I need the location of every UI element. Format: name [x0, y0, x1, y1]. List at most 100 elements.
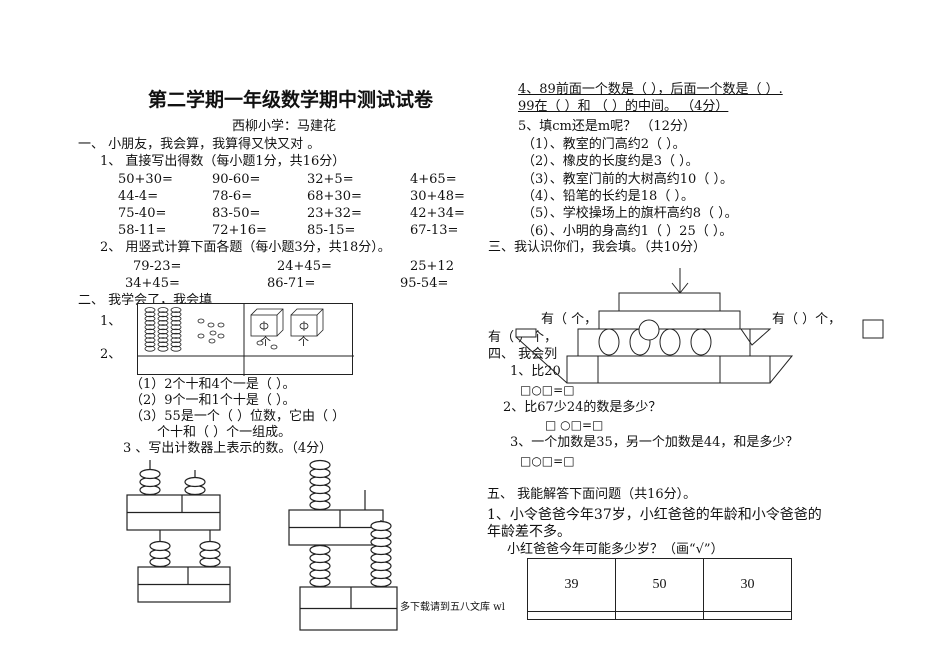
abacus-bead — [370, 568, 392, 580]
mental-math-item: 78-6= — [212, 189, 253, 204]
shape-count-a: 有（ 个， — [541, 312, 598, 327]
abacus-part — [288, 509, 384, 546]
check-cell-3[interactable] — [703, 610, 792, 621]
unit-item: （4）、铅笔的长约是18（ ）。 — [522, 188, 694, 204]
stick-icon — [157, 328, 169, 335]
box-label-1: 个 — [260, 335, 271, 348]
abacus-bead — [199, 540, 221, 552]
mental-math-item: 44-4= — [118, 189, 159, 204]
shape-count-b: 有（ ）个， — [772, 312, 842, 327]
section-3-heading: 三、我认识你们，我会填。（共10分） — [488, 240, 707, 255]
stick-icon — [157, 319, 169, 326]
section-5-heading: 五、 我能解答下面问题（共16分）。 — [487, 487, 697, 502]
stick-icon — [144, 319, 156, 326]
unit-item: （6）、小明的身高约1（ ）25（ ）。 — [522, 223, 733, 239]
abacus-bead — [370, 560, 392, 572]
stick-icon — [170, 324, 182, 331]
stick-icon — [170, 319, 182, 326]
stick-icon — [170, 332, 182, 339]
footer-watermark: 多下载请到五八文库 wl — [400, 602, 505, 613]
fill-3: （3）55是一个（ ）位数，它由（ ） — [130, 409, 346, 424]
vertical-calc-item: 24+45= — [277, 259, 332, 274]
stick-icon — [157, 345, 169, 352]
mental-math-item: 4+65= — [410, 172, 457, 187]
stick-icon — [157, 337, 169, 343]
abacus-bead — [309, 552, 331, 564]
option-30: 30 — [703, 558, 792, 612]
stick-icon — [144, 332, 156, 339]
stick-icon — [157, 315, 169, 322]
author: 西柳小学：马建花 — [232, 119, 337, 134]
vertical-calc-item: 34+45= — [125, 276, 180, 291]
shape-count-c: 有（ ）个， — [488, 330, 558, 345]
abacus-bead — [184, 484, 206, 496]
stick-icon — [170, 328, 182, 335]
check-cell-2[interactable] — [615, 610, 704, 621]
check-cell-1[interactable] — [527, 610, 616, 621]
abacus-bead — [370, 536, 392, 548]
abacus-bead — [149, 556, 171, 568]
mental-math-item: 68+30= — [307, 189, 362, 204]
word-problem-1c: 小红爸爸今年可能多少岁？（画“√”） — [507, 542, 724, 557]
counting-picture — [138, 304, 354, 376]
abacus-bead — [139, 468, 161, 480]
question-5: 5、填cm还是m呢？ （12分） — [518, 119, 696, 134]
stick-icon — [144, 311, 156, 318]
option-50: 50 — [615, 558, 704, 612]
stick-icon — [170, 315, 182, 322]
abacus-bead — [370, 576, 392, 588]
abacus-bead — [309, 459, 331, 471]
page-title: 第二学期一年级数学期中测试试卷 — [148, 89, 434, 111]
mental-math-item: 58-11= — [118, 223, 167, 238]
unit-item: （5）、学校操场上的旗杆高约8（ ）。 — [522, 206, 738, 222]
section-4-heading: 四、 我会列 — [488, 347, 558, 362]
stick-icon — [144, 328, 156, 335]
stick-icon — [170, 337, 182, 343]
mental-math-item: 72+16= — [212, 223, 267, 238]
abacus-bead — [309, 576, 331, 588]
question-1-1: 1、 直接写出得数（每小题1分，共16分） — [100, 154, 346, 169]
counting-picture-box: 个 个 — [137, 303, 354, 376]
abacus-bead — [149, 540, 171, 552]
section-1-heading: 一、 小朋友，我会算，我算得又快又对 。 — [78, 137, 321, 152]
equation-3: □○□=□ — [520, 454, 575, 468]
mental-math-item: 23+32= — [307, 206, 362, 221]
equation-1: □○□=□ — [520, 383, 575, 397]
vertical-calc-item: 86-71= — [267, 276, 316, 291]
abacus-bead — [199, 556, 221, 568]
mental-math-item: 75-40= — [118, 206, 167, 221]
abacus-bead — [309, 491, 331, 503]
stick-icon — [157, 307, 169, 313]
stick-icon — [157, 332, 169, 339]
abacus-part — [299, 586, 398, 631]
abacus-part — [126, 494, 221, 531]
word-problem-1b: 年龄差不多。 — [487, 524, 571, 540]
stick-icon — [157, 311, 169, 318]
mental-math-item: 83-50= — [212, 206, 261, 221]
abacus-bead — [370, 544, 392, 556]
mental-math-item: 32+5= — [307, 172, 354, 187]
unit-item: （2）、橡皮的长度约是3（ ）。 — [522, 154, 699, 170]
mental-math-item: 67-13= — [410, 223, 459, 238]
stick-icon — [170, 345, 182, 352]
abacus-bead — [309, 475, 331, 487]
vertical-calc-item: 95-54= — [400, 276, 449, 291]
mental-math-item: 30+48= — [410, 189, 465, 204]
abacus-bead — [199, 548, 221, 560]
problem-1: 1、比20 — [510, 364, 561, 379]
abacus-bead — [139, 476, 161, 488]
abacus-bead — [309, 544, 331, 556]
abacus-bead — [309, 560, 331, 572]
abacus-bead — [149, 548, 171, 560]
unit-item: （1）、教室的门高约2（ ）。 — [522, 137, 686, 152]
mental-math-item: 90-60= — [212, 172, 261, 187]
abacus-bead — [309, 467, 331, 479]
equation-2: □ ○□=□ — [545, 418, 604, 432]
stick-icon — [157, 324, 169, 331]
stick-icon — [157, 341, 169, 348]
stick-icon — [144, 307, 156, 313]
stick-icon — [170, 341, 182, 348]
stick-icon — [170, 307, 182, 313]
question-1-2: 2、 用竖式计算下面各题（每小题3分，共18分）。 — [100, 240, 391, 255]
